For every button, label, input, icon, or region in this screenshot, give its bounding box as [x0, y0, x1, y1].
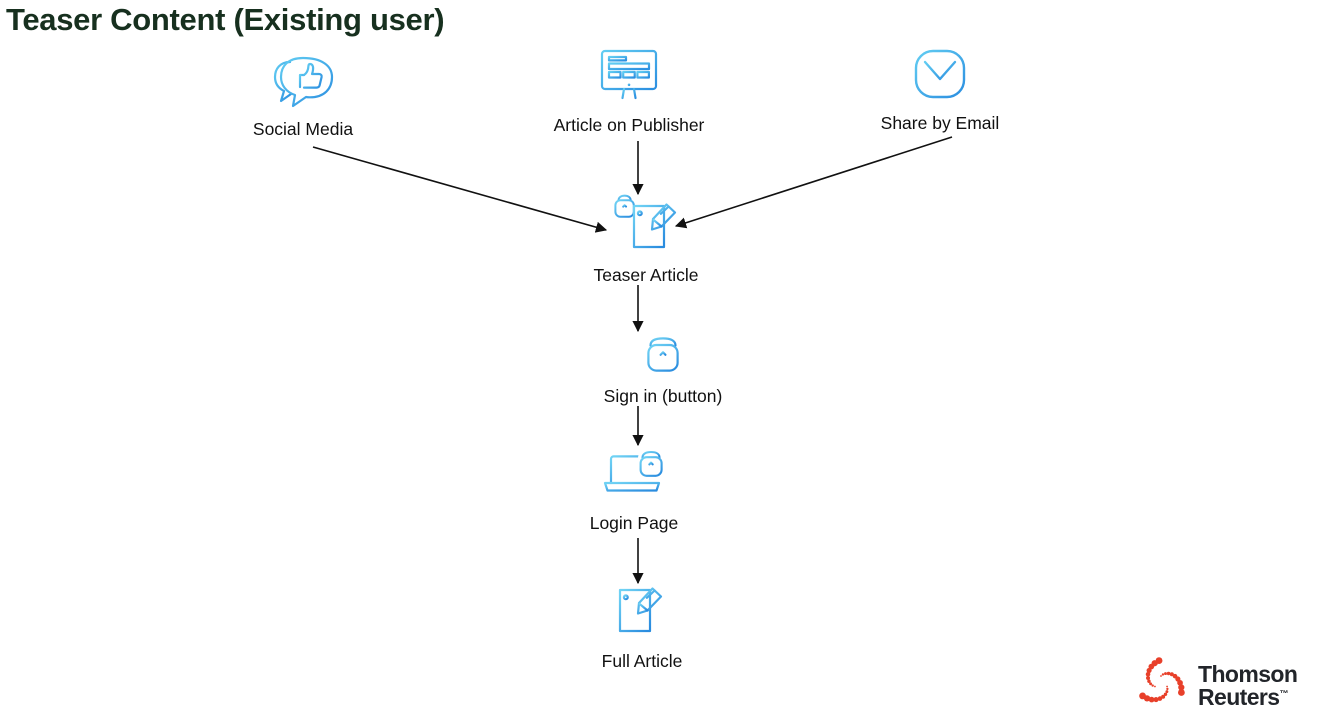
node-login-page[interactable]: Login Page — [586, 447, 682, 534]
node-label: Login Page — [589, 513, 679, 533]
page-title: Teaser Content (Existing user) — [6, 2, 445, 37]
edge-email-to-teaser — [674, 136, 953, 229]
node-label: Sign in (button) — [603, 386, 723, 406]
thomson-reuters-logo: Thomson Reuters™ — [1133, 655, 1298, 716]
locked-document-pencil-icon — [610, 194, 682, 254]
trademark-symbol: ™ — [1279, 687, 1289, 698]
node-full-article[interactable]: Full Article — [598, 585, 686, 672]
node-teaser-article[interactable]: Teaser Article — [585, 194, 707, 286]
envelope-icon — [912, 46, 968, 102]
edge-social-to-teaser — [312, 146, 608, 233]
thomson-reuters-wordmark: Thomson Reuters™ — [1198, 660, 1298, 710]
document-pencil-icon — [616, 585, 668, 637]
node-label: Teaser Article — [593, 265, 699, 285]
speech-bubble-thumbs-up-icon — [267, 52, 339, 110]
node-label: Full Article — [601, 651, 683, 671]
padlock-icon — [645, 336, 681, 374]
logo-line-2-text: Reuters — [1198, 683, 1280, 710]
node-sign-in-button[interactable]: Sign in (button) — [596, 336, 730, 407]
node-social-media[interactable]: Social Media — [248, 52, 358, 140]
logo-line-1: Thomson — [1198, 660, 1298, 687]
node-label: Share by Email — [880, 113, 1000, 133]
node-label: Social Media — [252, 119, 354, 139]
logo-line-2: Reuters™ — [1198, 683, 1297, 710]
desktop-monitor-article-icon — [598, 46, 660, 108]
node-label: Article on Publisher — [553, 115, 705, 135]
laptop-padlock-icon — [603, 447, 665, 499]
node-article-on-publisher[interactable]: Article on Publisher — [544, 46, 714, 136]
thomson-reuters-dot-mark-icon — [1133, 655, 1189, 716]
node-share-by-email[interactable]: Share by Email — [876, 46, 1004, 134]
